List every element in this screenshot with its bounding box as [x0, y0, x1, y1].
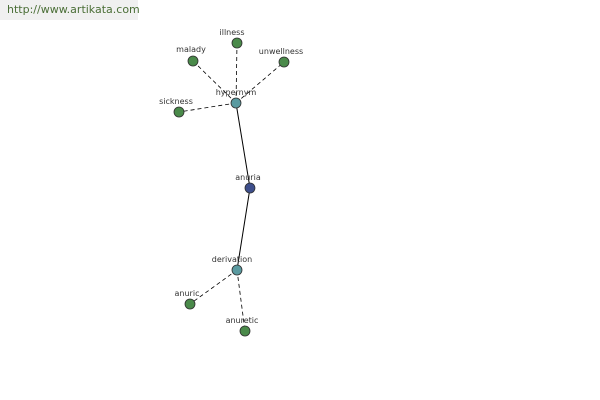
site-url-link[interactable]: http://www.artikata.com — [7, 3, 140, 16]
node-derivation[interactable] — [231, 264, 243, 276]
label-anuria: anuria — [235, 173, 261, 182]
label-derivation: derivation — [212, 255, 252, 264]
edge-hypernym-malady — [192, 60, 237, 104]
label-illness: illness — [220, 28, 245, 37]
node-sickness[interactable] — [173, 106, 185, 118]
edge-anuria-hypernym — [235, 102, 251, 189]
edge-anuria-derivation — [236, 187, 251, 271]
edge-derivation-anuretic — [236, 269, 246, 332]
node-anuria[interactable] — [244, 182, 256, 194]
node-hypernym[interactable] — [230, 97, 242, 109]
node-anuretic[interactable] — [239, 325, 251, 337]
edge-hypernym-illness — [235, 42, 238, 104]
edge-hypernym-sickness — [178, 102, 237, 113]
edge-derivation-anuric — [189, 269, 238, 305]
label-unwellness: unwellness — [259, 47, 303, 56]
url-banner: http://www.artikata.com — [0, 0, 140, 20]
edge-hypernym-unwellness — [235, 61, 285, 104]
node-malady[interactable] — [187, 55, 199, 67]
label-sickness: sickness — [159, 97, 193, 106]
label-malady: malady — [176, 45, 206, 54]
label-anuric: anuric — [175, 289, 200, 298]
label-anuretic: anuretic — [226, 316, 259, 325]
node-unwellness[interactable] — [278, 56, 290, 68]
label-hypernym: hypernym — [216, 88, 257, 97]
node-anuric[interactable] — [184, 298, 196, 310]
node-illness[interactable] — [231, 37, 243, 49]
